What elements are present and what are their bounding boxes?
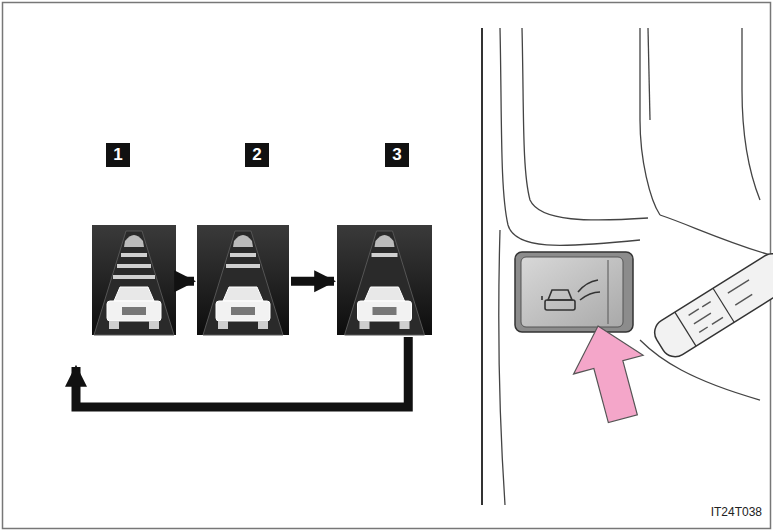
mode-step: 2 bbox=[197, 143, 289, 335]
control-stalk bbox=[649, 249, 773, 362]
callout-number: 2 bbox=[245, 143, 269, 167]
cycle-arrow bbox=[76, 337, 408, 407]
mode-step: 3 bbox=[337, 143, 432, 335]
divider bbox=[481, 28, 483, 505]
cycle-arrow bbox=[291, 277, 334, 286]
figure-code: IT24T038 bbox=[710, 505, 763, 519]
distance-icon bbox=[197, 225, 289, 335]
callout-number: 1 bbox=[106, 143, 130, 167]
pointer-arrow bbox=[563, 317, 657, 428]
distance-switch bbox=[515, 252, 633, 332]
callout-number: 3 bbox=[385, 143, 409, 167]
cycle-arrow bbox=[178, 277, 194, 286]
mode-step: 1 bbox=[92, 143, 176, 335]
distance-icon bbox=[337, 225, 432, 335]
distance-icon bbox=[92, 225, 176, 335]
distance-icons bbox=[92, 225, 432, 335]
frame bbox=[3, 3, 771, 529]
dashboard-panel bbox=[499, 28, 770, 505]
